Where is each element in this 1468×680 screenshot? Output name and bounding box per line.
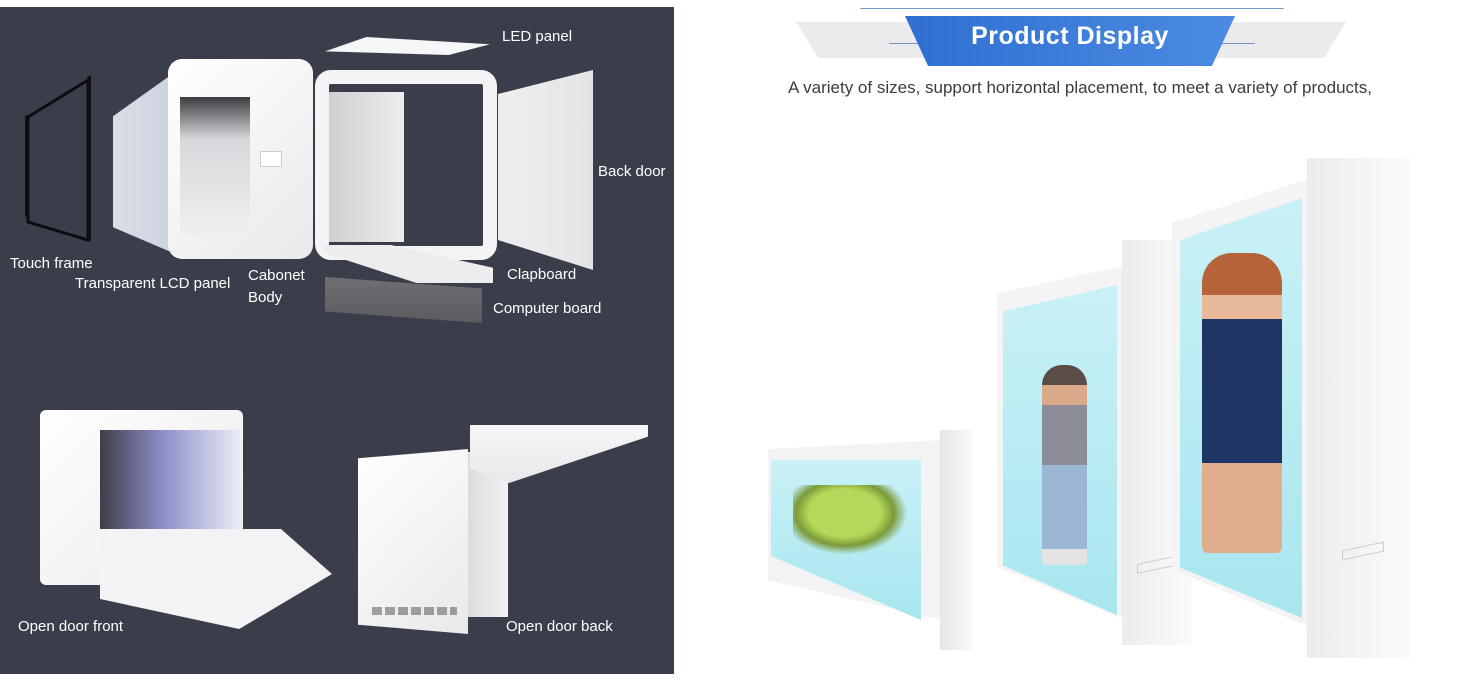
label-cabinet-body-2: Body xyxy=(248,289,283,306)
label-clapboard: Clapboard xyxy=(507,266,577,283)
open-door-front-lid xyxy=(100,529,332,629)
open-door-front-interior xyxy=(100,430,240,540)
boy-character-image xyxy=(1042,365,1087,565)
inner-frame-side xyxy=(329,92,404,242)
section-subtitle: A variety of sizes, support horizontal p… xyxy=(788,78,1372,97)
label-open-door-front: Open door front xyxy=(18,618,124,635)
product-large-showcase xyxy=(1172,158,1410,658)
exploded-diagram-panel: LED panel Touch frame Transparent LCD pa… xyxy=(0,7,674,674)
woman-model-image xyxy=(1202,253,1282,553)
banner-blue-tab xyxy=(905,16,1235,66)
product-display-banner: Product Display xyxy=(790,8,1350,66)
floating-island-image xyxy=(793,485,908,555)
horizontal-side xyxy=(940,430,973,650)
vent-slots-icon xyxy=(372,607,457,615)
product-medium-showcase xyxy=(997,240,1192,645)
touch-frame-outline xyxy=(26,77,90,243)
back-door-part xyxy=(498,70,593,270)
label-touch-frame: Touch frame xyxy=(10,255,93,272)
section-title: Product Display xyxy=(971,22,1169,50)
product-horizontal-showcase xyxy=(768,430,973,650)
led-panel-part xyxy=(325,37,490,55)
label-back-door: Back door xyxy=(598,163,666,180)
label-led-panel: LED panel xyxy=(502,28,573,45)
large-side xyxy=(1307,158,1410,658)
open-door-back-lid xyxy=(470,425,648,483)
label-transparent-lcd: Transparent LCD panel xyxy=(75,275,231,292)
label-cabinet-body-1: Cabonet xyxy=(248,267,305,284)
label-open-door-back: Open door back xyxy=(506,618,613,635)
cabinet-button-icon xyxy=(260,151,282,167)
label-computer-board: Computer board xyxy=(493,300,602,317)
cabinet-opening xyxy=(180,97,250,237)
computer-board-part xyxy=(325,277,482,323)
open-door-back-cabinet xyxy=(358,449,468,634)
